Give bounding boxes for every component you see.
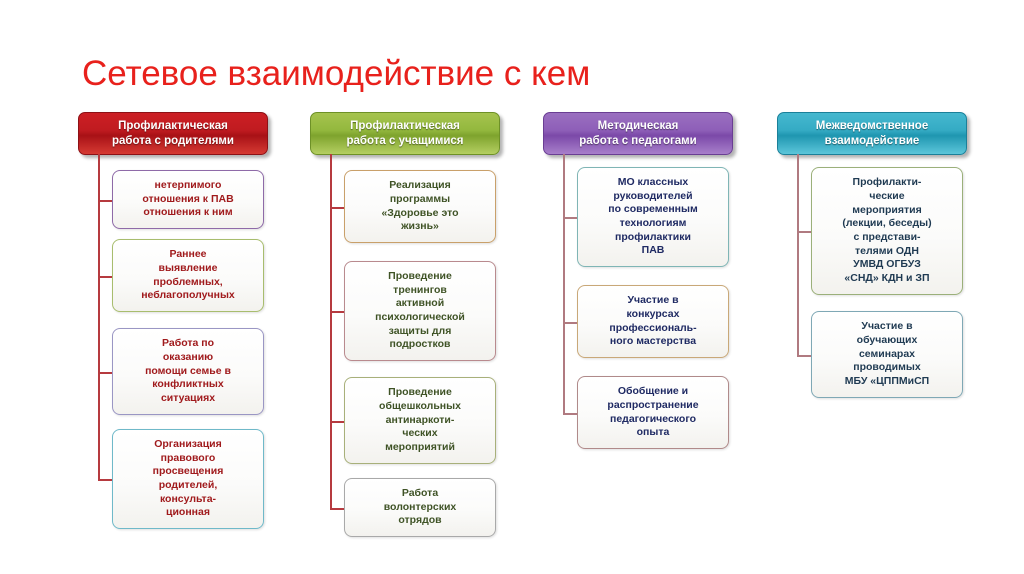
node-box[interactable]: МО классных руководителей по современным… bbox=[577, 167, 729, 267]
node-label: Реализация программы «Здоровье это жизнь… bbox=[381, 179, 459, 233]
column-header-label: Методическая работа с педагогами bbox=[579, 120, 697, 147]
column-header-label: Профилактическая работа с родителями bbox=[112, 120, 234, 147]
node-label: Работа волонтерских отрядов bbox=[383, 487, 457, 527]
node-box[interactable]: Раннее выявление проблемных, неблагополу… bbox=[112, 239, 264, 312]
column-students: Профилактическая работа с учащимися Реал… bbox=[310, 112, 510, 537]
connector-spine bbox=[797, 154, 799, 355]
node-box[interactable]: Работа по оказанию помощи семье в конфли… bbox=[112, 328, 264, 415]
connector-stub bbox=[330, 507, 344, 510]
node-box[interactable]: Участие в конкурсах профессиональ- ного … bbox=[577, 285, 729, 358]
column-teachers: Методическая работа с педагогами МО клас… bbox=[543, 112, 743, 449]
connector-stub bbox=[98, 479, 112, 481]
node-box[interactable]: Проведение общешкольных антинаркоти- чес… bbox=[344, 377, 496, 464]
node-label: Проведение тренингов активной психологич… bbox=[375, 270, 465, 351]
node-label: Участие в конкурсах профессиональ- ного … bbox=[609, 294, 697, 348]
connector-stub bbox=[330, 206, 344, 209]
node-box[interactable]: Профилакти- ческие мероприятия (лекции, … bbox=[811, 167, 963, 295]
node-label: МО классных руководителей по современным… bbox=[608, 176, 698, 257]
column-parents: Профилактическая работа с родителями нет… bbox=[78, 112, 278, 529]
page-title: Сетевое взаимодействие с кем bbox=[82, 54, 591, 93]
column-interagency: Межведомственное взаимодействие Профилак… bbox=[777, 112, 977, 398]
node-box[interactable]: Проведение тренингов активной психологич… bbox=[344, 261, 496, 361]
connector-stub bbox=[797, 231, 811, 233]
connector-spine bbox=[98, 154, 100, 479]
connector-spine bbox=[330, 154, 332, 508]
node-box[interactable]: нетерпимого отношения к ПАВ отношения к … bbox=[112, 170, 264, 229]
column-header-parents[interactable]: Профилактическая работа с родителями bbox=[78, 112, 268, 156]
column-header-teachers[interactable]: Методическая работа с педагогами bbox=[543, 112, 733, 156]
connector-stub bbox=[330, 420, 344, 423]
node-box[interactable]: Организация правового просвещения родите… bbox=[112, 429, 264, 529]
node-label: Профилакти- ческие мероприятия (лекции, … bbox=[842, 176, 932, 284]
node-label: Участие в обучающих семинарах проводимых… bbox=[844, 320, 930, 387]
column-header-label: Межведомственное взаимодействие bbox=[815, 120, 929, 147]
node-label: Проведение общешкольных антинаркоти- чес… bbox=[379, 386, 461, 453]
column-header-label: Профилактическая работа с учащимися bbox=[346, 120, 464, 147]
connector-stub bbox=[98, 199, 112, 202]
column-header-students[interactable]: Профилактическая работа с учащимися bbox=[310, 112, 500, 156]
node-box[interactable]: Работа волонтерских отрядов bbox=[344, 478, 496, 537]
connector-stub bbox=[330, 311, 344, 313]
node-label: нетерпимого отношения к ПАВ отношения к … bbox=[142, 179, 234, 219]
node-label: Работа по оказанию помощи семье в конфли… bbox=[145, 337, 231, 404]
connector-stub bbox=[98, 371, 112, 374]
node-label: Раннее выявление проблемных, неблагополу… bbox=[141, 248, 235, 302]
node-label: Организация правового просвещения родите… bbox=[152, 438, 224, 519]
connector-spine bbox=[563, 154, 565, 413]
connector-stub bbox=[98, 275, 112, 278]
connector-stub bbox=[797, 354, 811, 357]
column-header-interagency[interactable]: Межведомственное взаимодействие bbox=[777, 112, 967, 156]
connector-stub bbox=[563, 412, 577, 415]
node-box[interactable]: Участие в обучающих семинарах проводимых… bbox=[811, 311, 963, 398]
connector-stub bbox=[563, 321, 577, 324]
node-label: Обобщение и распространение педагогическ… bbox=[607, 385, 699, 439]
node-box[interactable]: Обобщение и распространение педагогическ… bbox=[577, 376, 729, 449]
node-box[interactable]: Реализация программы «Здоровье это жизнь… bbox=[344, 170, 496, 243]
connector-stub bbox=[563, 217, 577, 219]
